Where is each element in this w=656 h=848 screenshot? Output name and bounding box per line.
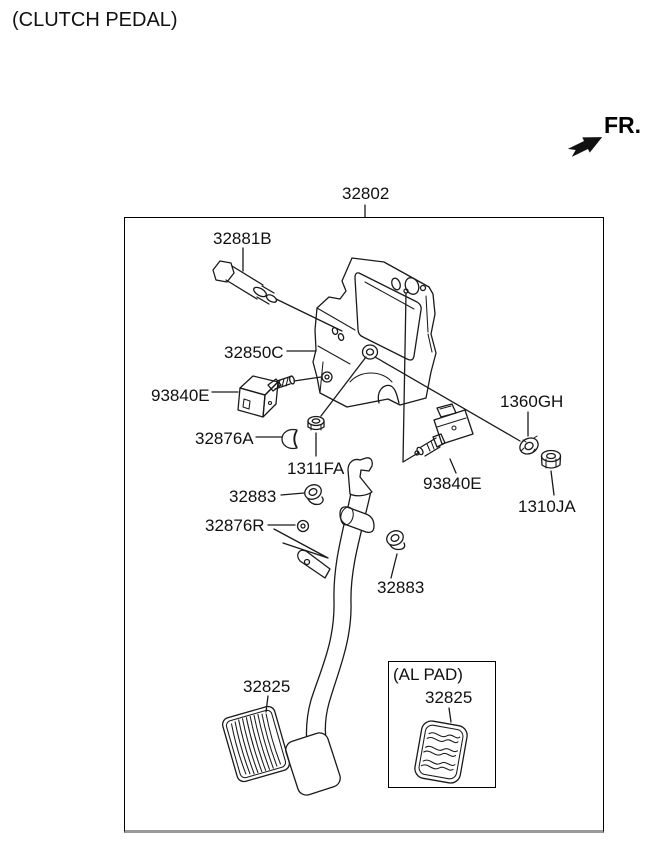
part-label-32850C: 32850C <box>224 343 284 362</box>
part-stopper-32876R <box>296 519 310 533</box>
part-label-1311FA: 1311FA <box>287 459 345 478</box>
pedal-arm <box>285 457 375 796</box>
part-label-93840E-left: 93840E <box>151 386 210 405</box>
page-title: (CLUTCH PEDAL) <box>12 9 178 31</box>
assembly-part-label-32802: 32802 <box>342 184 390 203</box>
part-member-bracket-32850C <box>312 257 437 408</box>
fr-direction-label: FR. <box>604 112 642 138</box>
part-pedal-pad-32825 <box>221 705 291 783</box>
al-pad-inset-box <box>388 661 496 788</box>
part-label-32883-upper: 32883 <box>229 487 277 506</box>
part-label-93840E-right: 93840E <box>423 474 482 493</box>
part-label-32883-lower: 32883 <box>377 578 425 597</box>
part-nut-1311FA <box>307 415 325 431</box>
diagram-border-box <box>124 217 604 833</box>
part-switch-93840E-left <box>237 375 296 418</box>
fr-direction-arrow-icon <box>567 137 603 157</box>
part-bushing-32883-upper <box>304 484 324 506</box>
inset-title-al-pad: (AL PAD) <box>393 665 463 684</box>
part-switch-93840E-right <box>414 403 474 457</box>
part-label-32881B: 32881B <box>213 229 272 248</box>
leader-lines <box>211 204 555 723</box>
part-bolt-32881B <box>212 260 278 305</box>
part-label-32876R: 32876R <box>205 516 265 535</box>
part-clip-32876A <box>281 428 298 450</box>
part-nut-1310JA <box>540 449 562 469</box>
part-label-32825: 32825 <box>243 677 291 696</box>
part-label-1310JA: 1310JA <box>518 497 576 516</box>
part-washer-1360GH <box>519 435 539 455</box>
part-bushing-32883-lower <box>386 530 406 551</box>
part-label-1360GH: 1360GH <box>500 392 564 411</box>
part-al-pad-32825 <box>414 720 468 784</box>
part-label-32876A: 32876A <box>195 429 254 448</box>
inset-part-label-32825: 32825 <box>425 688 473 707</box>
